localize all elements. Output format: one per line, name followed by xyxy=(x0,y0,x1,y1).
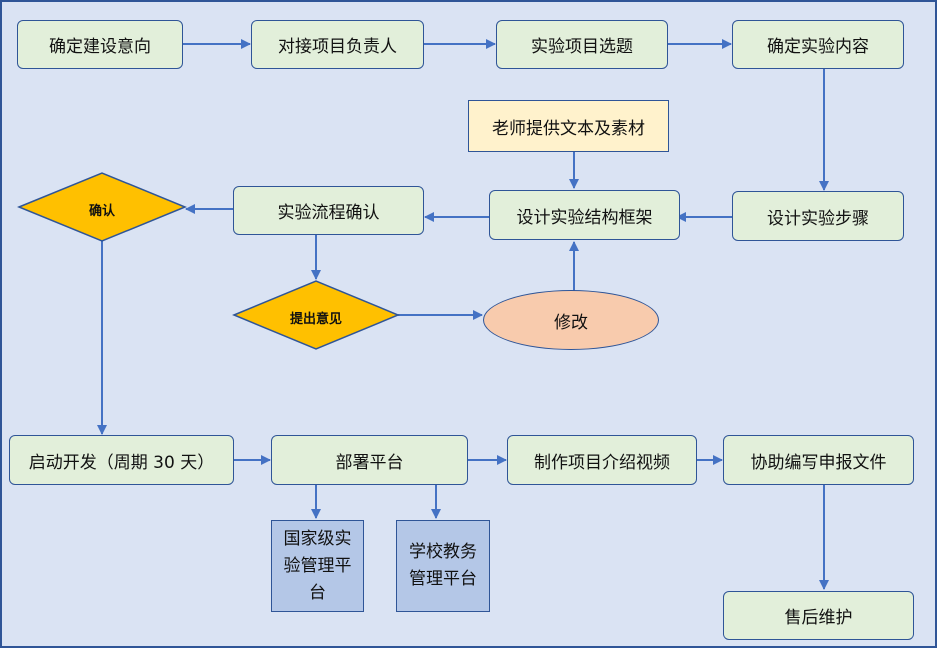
node-framework: 设计实验结构框架 xyxy=(489,190,680,240)
node-confirm-label: 确认 xyxy=(88,203,115,219)
node-school-platform: 学校教务管理平台 xyxy=(396,520,490,612)
node-report: 协助编写申报文件 xyxy=(723,435,914,485)
node-after-sales: 售后维护 xyxy=(723,591,914,640)
node-steps: 设计实验步骤 xyxy=(732,191,904,241)
node-owner: 对接项目负责人 xyxy=(251,20,424,69)
confirm-diamond xyxy=(17,172,187,242)
node-video: 制作项目介绍视频 xyxy=(507,435,697,485)
node-deploy: 部署平台 xyxy=(271,435,468,485)
node-feedback-label: 提出意见 xyxy=(289,311,342,327)
node-content: 确定实验内容 xyxy=(732,20,904,69)
node-revise: 修改 xyxy=(483,290,659,350)
node-intent: 确定建设意向 xyxy=(17,20,183,69)
node-flow-confirm: 实验流程确认 xyxy=(233,186,424,235)
node-develop: 启动开发（周期 30 天） xyxy=(9,435,234,485)
feedback-diamond xyxy=(232,280,400,350)
node-topic: 实验项目选题 xyxy=(496,20,668,69)
node-national-platform: 国家级实验管理平台 xyxy=(271,520,364,612)
node-teacher-materials: 老师提供文本及素材 xyxy=(468,100,669,152)
